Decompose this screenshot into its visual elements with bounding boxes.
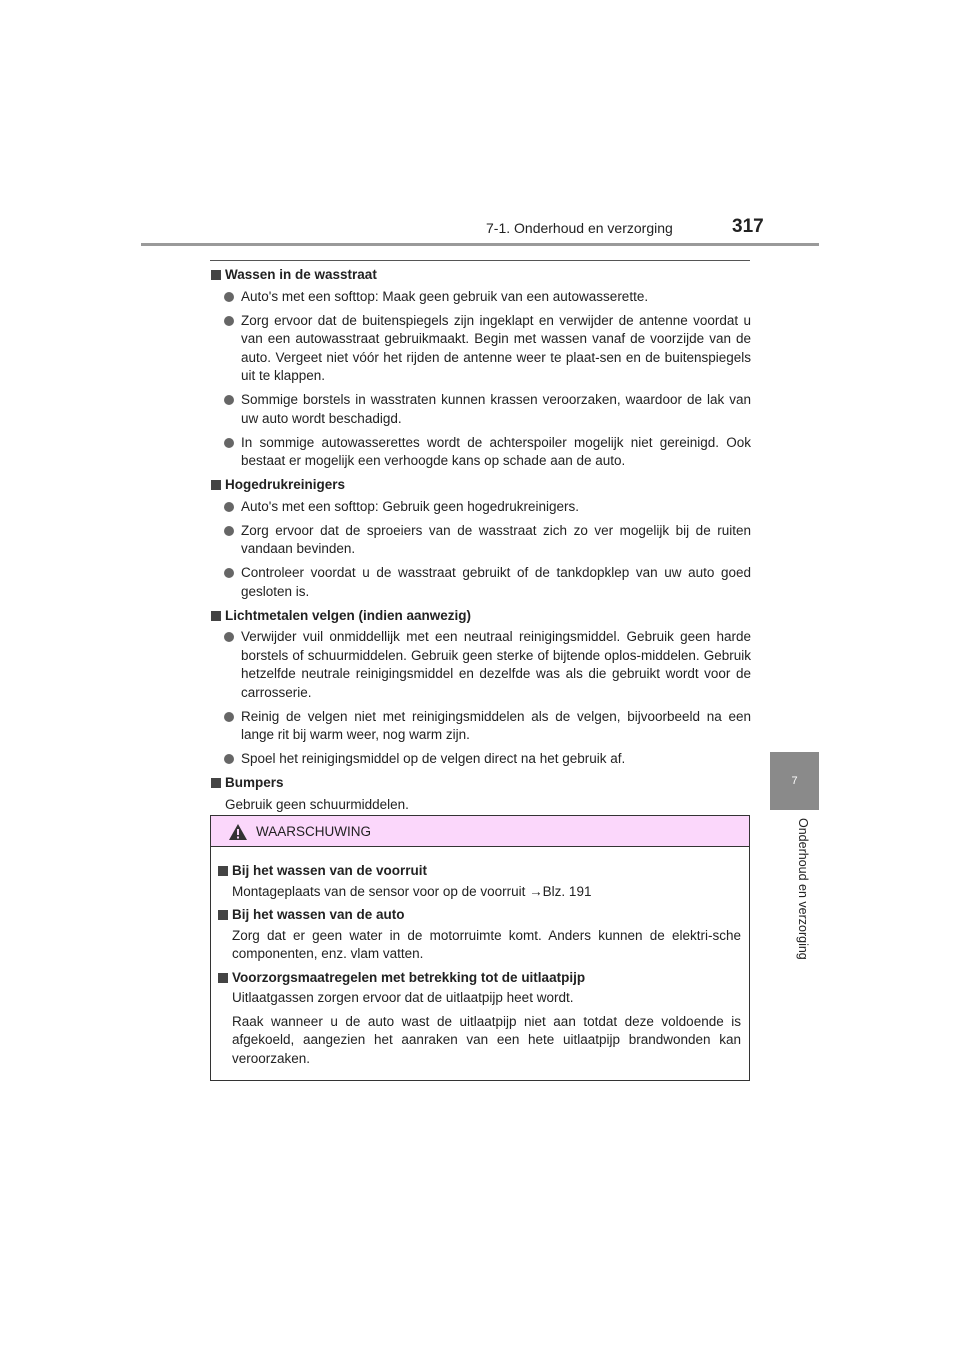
warning-box: WAARSCHUWING Bij het wassen van de voorr… (210, 815, 750, 1081)
square-bullet-icon (211, 778, 221, 788)
list-item: In sommige autowasserettes wordt de acht… (210, 434, 751, 471)
warning-text: Montageplaats van de sensor voor op de v… (232, 883, 592, 899)
chapter-label: Onderhoud en verzorging (796, 818, 810, 960)
list-item: Zorg ervoor dat de sproeiers van de wass… (210, 522, 751, 559)
dot-bullet-icon (224, 632, 234, 642)
list-item: Spoel het reinigingsmiddel op de velgen … (210, 750, 751, 769)
list-item: Reinig de velgen niet met reinigingsmidd… (210, 708, 751, 745)
warning-triangle-icon (229, 824, 247, 840)
square-bullet-icon (218, 910, 228, 920)
chapter-number: 7 (791, 775, 798, 787)
main-content: Wassen in de wasstraat Auto's met een so… (210, 266, 751, 818)
list-item: Controleer voordat u de wasstraat gebrui… (210, 564, 751, 601)
warning-text: Zorg dat er geen water in de motorruimte… (232, 927, 741, 962)
list-item: Auto's met een softtop: Gebruik geen hog… (210, 498, 751, 517)
list-item: Verwijder vuil onmiddellijk met een neut… (210, 628, 751, 702)
dot-bullet-icon (224, 315, 234, 326)
section-heading: Wassen in de wasstraat (210, 266, 751, 285)
chapter-tab[interactable]: 7 (770, 752, 819, 810)
warning-title: WAARSCHUWING (256, 824, 371, 839)
warning-text: Raak wanneer u de auto wast de uitlaatpi… (232, 1013, 741, 1066)
dot-bullet-icon (224, 291, 234, 302)
header-rule (141, 243, 819, 246)
dot-bullet-icon (224, 437, 234, 448)
body-text: Gebruik geen schuurmiddelen. (225, 796, 409, 812)
content-rule (210, 260, 750, 261)
section-heading: Lichtmetalen velgen (indien aanwezig) (210, 607, 751, 626)
section-title: 7-1. Onderhoud en verzorging (486, 220, 673, 236)
dot-bullet-icon (224, 711, 234, 722)
dot-bullet-icon (224, 395, 234, 405)
warning-section-heading: Bij het wassen van de auto (217, 906, 741, 925)
section-heading: Hogedrukreinigers (210, 476, 751, 495)
dot-bullet-icon (224, 568, 234, 578)
warning-header: WAARSCHUWING (211, 816, 749, 847)
warning-body: Bij het wassen van de voorruit Montagepl… (211, 847, 749, 1068)
warning-text: Uitlaatgassen zorgen ervoor dat de uitla… (232, 990, 574, 1005)
dot-bullet-icon (224, 754, 234, 764)
square-bullet-icon (218, 866, 228, 876)
list-item: Auto's met een softtop: Maak geen gebrui… (210, 288, 751, 307)
square-bullet-icon (218, 972, 228, 983)
square-bullet-icon (211, 480, 221, 490)
warning-section-heading: Bij het wassen van de voorruit (217, 862, 741, 881)
section-heading: Bumpers (210, 774, 751, 793)
square-bullet-icon (211, 610, 221, 621)
list-item: Zorg ervoor dat de buitenspiegels zijn i… (210, 312, 751, 386)
square-bullet-icon (211, 270, 221, 280)
dot-bullet-icon (224, 525, 234, 536)
warning-section-heading: Voorzorgsmaatregelen met betrekking tot … (217, 969, 741, 988)
dot-bullet-icon (224, 501, 234, 512)
list-item: Sommige borstels in wasstraten kunnen kr… (210, 391, 751, 428)
page-number: 317 (732, 216, 764, 237)
